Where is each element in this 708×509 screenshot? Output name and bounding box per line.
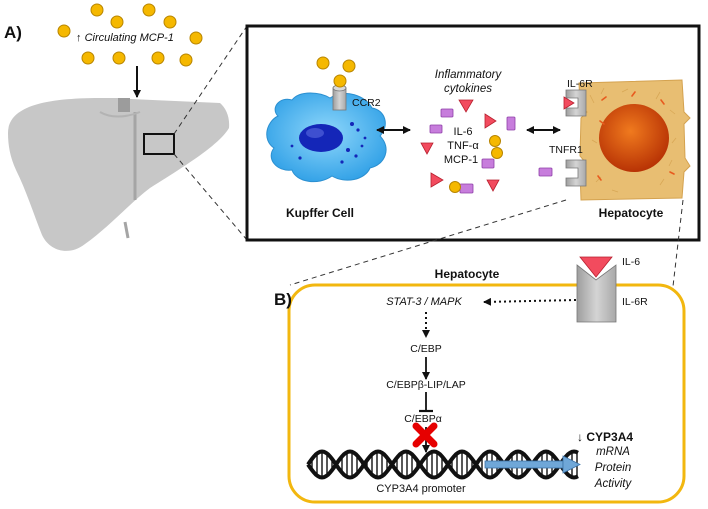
mcp1-dot [151, 51, 165, 65]
mcp1-dot [491, 147, 503, 159]
hepatocyte-nucleus [599, 104, 669, 172]
mcp1-dot [316, 56, 330, 70]
cytokine-triangle [484, 113, 497, 129]
mcp1-dot [112, 51, 126, 65]
il6r-b-label: IL-6R [622, 296, 648, 308]
cytokine-triangle [420, 142, 434, 155]
tnfr1-label: TNFR1 [549, 144, 583, 156]
kupffer-mcp1-dots [316, 56, 356, 88]
mcp1-dot [489, 135, 501, 147]
cyp3a4-gene-label: CYP3A4 [586, 430, 634, 444]
cytokines-title-line-2: cytokines [444, 83, 492, 95]
mcp1-dot [333, 74, 347, 88]
effect-protein: Protein [594, 462, 632, 474]
panel-b-title: Hepatocyte [434, 267, 500, 281]
kupffer-cell-label: Kupffer Cell [285, 206, 355, 220]
receptor-to-stat3-arrow [483, 297, 577, 306]
kupffer-nucleus [299, 124, 343, 152]
il6-ligand-label: IL-6 [622, 256, 641, 268]
liver-zoom-box [143, 133, 175, 155]
pathway-stat3-mapk: STAT-3 / MAPK [386, 296, 462, 308]
ccr2-label: CCR2 [352, 97, 381, 109]
cytokine-rect [440, 108, 454, 118]
zoom-line-top [173, 25, 248, 135]
mcp1-dot [449, 181, 461, 193]
mcp1-dot [81, 51, 95, 65]
mcp1-dot [163, 15, 177, 29]
promoter-label: CYP3A4 promoter [376, 483, 466, 495]
mcp1-dot [179, 53, 193, 67]
hepatocyte-cell [578, 79, 691, 201]
zoom-b-line-right [671, 199, 684, 296]
mcp1-dot [110, 15, 124, 29]
circulating-mcp1-text: Circulating MCP-1 [84, 32, 174, 44]
hepatocyte-panel-frame [287, 283, 686, 504]
promoter-transcription-arrow [484, 455, 581, 474]
cytokine-rect [429, 124, 443, 134]
cytokine-rects [429, 108, 516, 194]
cytokines-title-line-1: Inflammatory [434, 69, 502, 81]
hepatocyte-label: Hepatocyte [598, 206, 664, 220]
ccr2-receptor [332, 84, 347, 111]
circulating-mcp1-dots [57, 3, 203, 67]
liver-silhouette [8, 98, 230, 251]
il6-ligand [579, 256, 613, 278]
mcp1-dot [142, 3, 156, 17]
mcp1-dot [189, 31, 203, 45]
tnfr1-receptor [538, 159, 587, 187]
cyp3a4-effect-heading: ↓ CYP3A4 [577, 431, 633, 443]
mcp1-dot [90, 3, 104, 17]
cytokine-triangles [420, 99, 500, 192]
up-arrow-icon: ↑ [76, 32, 82, 44]
cytokine-item: TNF-α [447, 140, 479, 152]
effect-activity: Activity [594, 478, 632, 490]
pathway-cebpa: C/EBPα [404, 413, 442, 425]
effect-mrna: mRNA [596, 446, 630, 458]
cytokine-triangle [458, 99, 474, 113]
panel-a-label: A) [4, 23, 22, 42]
cytokine-dots [449, 135, 503, 193]
circulating-mcp1-label: ↑ Circulating MCP-1 [76, 33, 174, 44]
zoom-line-bottom [173, 153, 248, 241]
down-arrow-icon: ↓ [577, 430, 583, 444]
mcp1-dot [57, 24, 71, 38]
pathway-cebpb-lip-lap: C/EBPβ-LIP/LAP [386, 379, 466, 391]
blocked-x-icon [412, 422, 438, 448]
cytokine-item: IL-6 [453, 126, 473, 138]
il6r-receptor [563, 89, 587, 117]
kupffer-cell [266, 92, 387, 183]
panel-b-label: B) [274, 290, 292, 309]
il6r-receptor-b [576, 256, 617, 323]
il6r-label: IL-6R [567, 78, 593, 90]
cytokine-item: MCP-1 [443, 154, 479, 166]
pathway-cebp: C/EBP [410, 343, 442, 355]
mcp1-dot [342, 59, 356, 73]
zoom-b-line-left [289, 199, 567, 286]
cytokine-triangle [430, 172, 444, 188]
cytokine-rect [459, 183, 474, 194]
cytokine-rect [506, 116, 516, 131]
cytokine-triangle [486, 179, 500, 192]
cytokine-rect [481, 158, 495, 169]
